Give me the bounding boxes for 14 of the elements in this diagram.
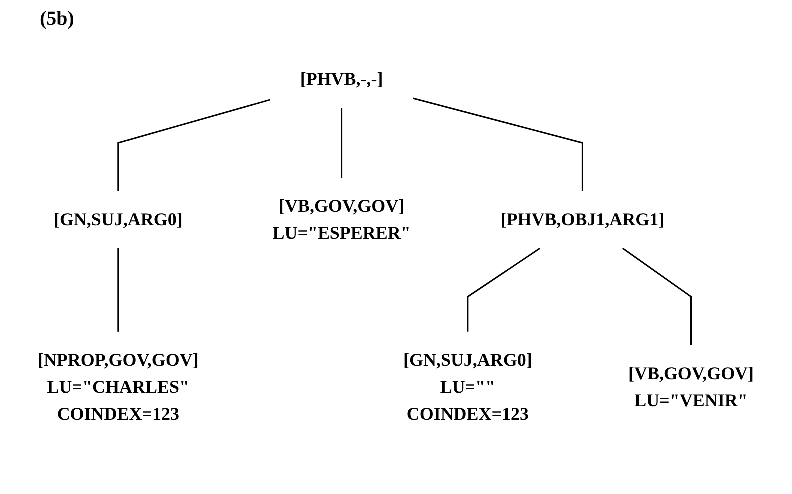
connector xyxy=(118,248,120,332)
connector xyxy=(467,248,541,332)
node-text: [NPROP,GOV,GOV] LU="CHARLES" COINDEX=123 xyxy=(38,350,199,424)
node-text: [VB,GOV,GOV] LU="ESPERER" xyxy=(272,196,411,244)
node-text: [GN,SUJ,ARG0] xyxy=(54,210,183,230)
connector xyxy=(118,99,271,192)
node-text: [PHVB,OBJ1,ARG1] xyxy=(500,210,665,230)
figure-label: (5b) xyxy=(40,8,74,31)
connector xyxy=(413,98,584,192)
node-text: [GN,SUJ,ARG0] LU="" COINDEX=123 xyxy=(403,350,532,424)
connector xyxy=(622,248,692,346)
node-text: [VB,GOV,GOV] LU="VENIR" xyxy=(628,363,754,410)
connector xyxy=(341,108,343,178)
node-text: [PHVB,-,-] xyxy=(300,69,384,90)
